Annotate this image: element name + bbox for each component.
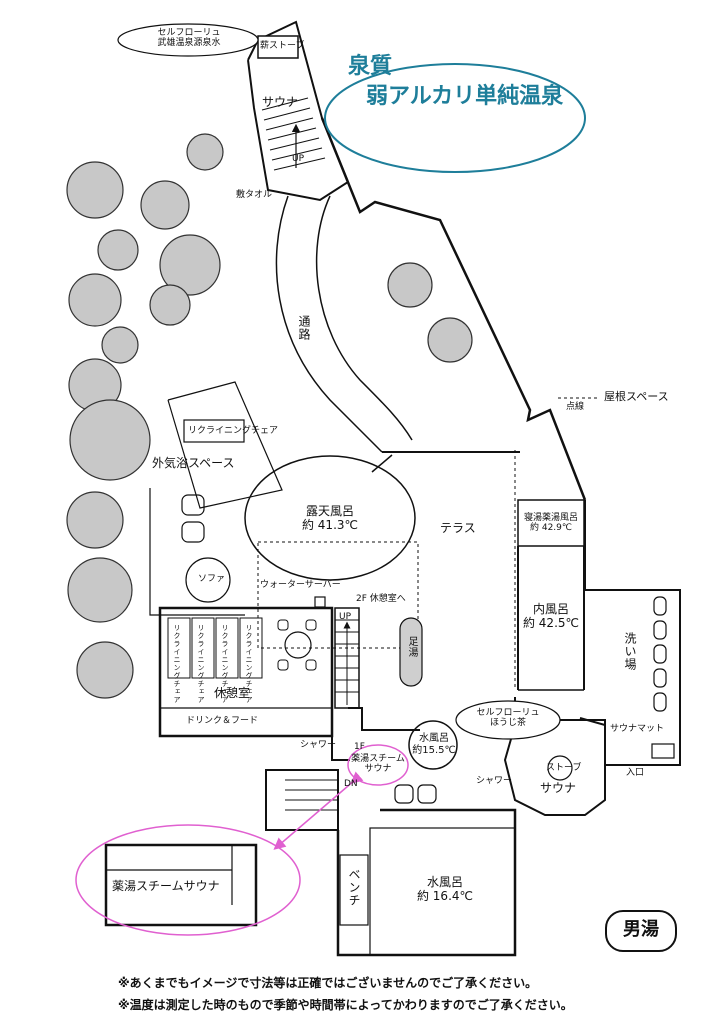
indoor-bath-name: 内風呂: [532, 602, 569, 616]
reclining-chair-2: リクライニングチェア: [197, 624, 205, 704]
self-loryu-bottom-label: セルフローリュ ほうじ茶: [460, 708, 556, 729]
open-air-bath-label: 露天風呂 約 41.3℃: [295, 504, 365, 533]
towel-label: 敷タオル: [236, 190, 273, 200]
sauna-top-label: サウナ: [262, 95, 299, 109]
reclining-chair-3: リクライニングチェア: [221, 624, 229, 704]
outer-wall-right: [320, 117, 587, 501]
note-dimensions: ※あくまでもイメージで寸法等は正確ではございませんのでご了承ください。: [118, 976, 538, 990]
lounge-room: [158, 606, 334, 738]
outdoor-bath-space-label: 外気浴スペース: [152, 456, 235, 470]
steam-sauna-small-label: 薬湯スチーム サウナ: [348, 754, 408, 775]
washing-area-label: 洗い場: [623, 632, 637, 671]
shower-left-label: シャワー: [300, 740, 337, 750]
cold-bath-small-temp: 約15.5℃: [412, 744, 456, 756]
self-loryu-bottom-line1: セルフローリュ: [476, 708, 540, 718]
steam-sauna-small-line2: サウナ: [364, 764, 392, 775]
self-loryu-top-line1: セルフローリュ: [157, 28, 221, 38]
open-air-bath-temp: 約 41.3℃: [301, 517, 358, 532]
self-loryu-bottom-line2: ほうじ茶: [489, 718, 526, 729]
floor-1f-label: 1F: [354, 742, 365, 752]
firewood-stove-label: 薪ストーブ: [260, 41, 305, 51]
reclining-chair-top-label: リクライニングチェア: [188, 426, 279, 436]
reclining-chair-1: リクライニングチェア: [173, 624, 181, 704]
mens-bath-badge: 男湯: [605, 910, 677, 952]
sofa-label: ソファ: [198, 574, 226, 584]
dn-label: DN: [344, 779, 358, 789]
stove-label: ストーブ: [546, 763, 582, 773]
self-loryu-top-line2: 武雄温泉源泉水: [157, 38, 221, 49]
note-temperature: ※温度は測定した時のもので季節や時間帯によってかわりますのでご了承ください。: [118, 998, 573, 1012]
trees: [66, 133, 473, 699]
to-2f-lounge-label: 2F 休憩室へ: [356, 594, 406, 604]
herbal-bath-label: 寝湯薬湯風呂 約 42.9℃: [518, 513, 584, 534]
water-server-label: ウォーターサーバー: [260, 580, 341, 590]
spring-quality-title: 泉質: [348, 54, 393, 79]
sauna-mat-label: サウナマット: [610, 724, 665, 734]
cold-bath-large-label: 水風呂 約 16.4℃: [410, 875, 480, 904]
self-loryu-top-bubble: [117, 23, 259, 57]
terrace-label: テラス: [440, 521, 476, 535]
lounge-label: 休憩室: [214, 686, 251, 700]
self-loryu-bottom-bubble: [455, 700, 561, 740]
open-air-bath-name: 露天風呂: [305, 504, 354, 518]
steam-sauna-highlight: [347, 744, 409, 786]
indoor-bath-temp: 約 42.5℃: [522, 615, 579, 630]
dotted-line-label: 点線: [566, 402, 585, 412]
spring-quality-bubble: [324, 63, 586, 173]
sauna-right-label: サウナ: [540, 781, 577, 795]
drink-food-label: ドリンク＆フード: [186, 716, 259, 726]
shower-right-label: シャワー: [476, 776, 513, 786]
passage-label: 通路: [297, 315, 311, 341]
entrance-label: 入口: [626, 768, 645, 778]
spring-quality: 泉質 弱アルカリ単純温泉: [348, 52, 588, 112]
bench-label: ベンチ: [347, 868, 361, 907]
up-label-stairs: UP: [339, 612, 352, 622]
cold-bath-small-name: 水風呂: [419, 733, 449, 744]
cold-bath-large-temp: 約 16.4℃: [416, 888, 473, 903]
footbath-label: 足湯: [406, 636, 417, 658]
up-label-top: UP: [292, 154, 305, 164]
steam-sauna-small-line1: 薬湯スチーム: [351, 754, 405, 764]
steam-sauna-zoom-highlight: [75, 824, 301, 936]
steam-sauna-zoom-label: 薬湯スチームサウナ: [112, 879, 220, 893]
roof-space-label: 屋根スペース: [604, 390, 669, 403]
indoor-bath-label: 内風呂 約 42.5℃: [516, 602, 586, 631]
herbal-bath-name: 寝湯薬湯風呂: [523, 513, 578, 523]
cold-bath-large-name: 水風呂: [426, 875, 463, 889]
sauna-right-wall: [503, 717, 606, 816]
cold-bath-small-label: 水風呂 約15.5℃: [410, 733, 458, 756]
self-loryu-top-label: セルフローリュ 武雄温泉源泉水: [137, 28, 241, 49]
reclining-chair-4: リクライニングチェア: [245, 624, 253, 704]
spring-quality-type: 弱アルカリ単純温泉: [366, 84, 564, 109]
herbal-bath-temp: 約 42.9℃: [529, 523, 572, 534]
